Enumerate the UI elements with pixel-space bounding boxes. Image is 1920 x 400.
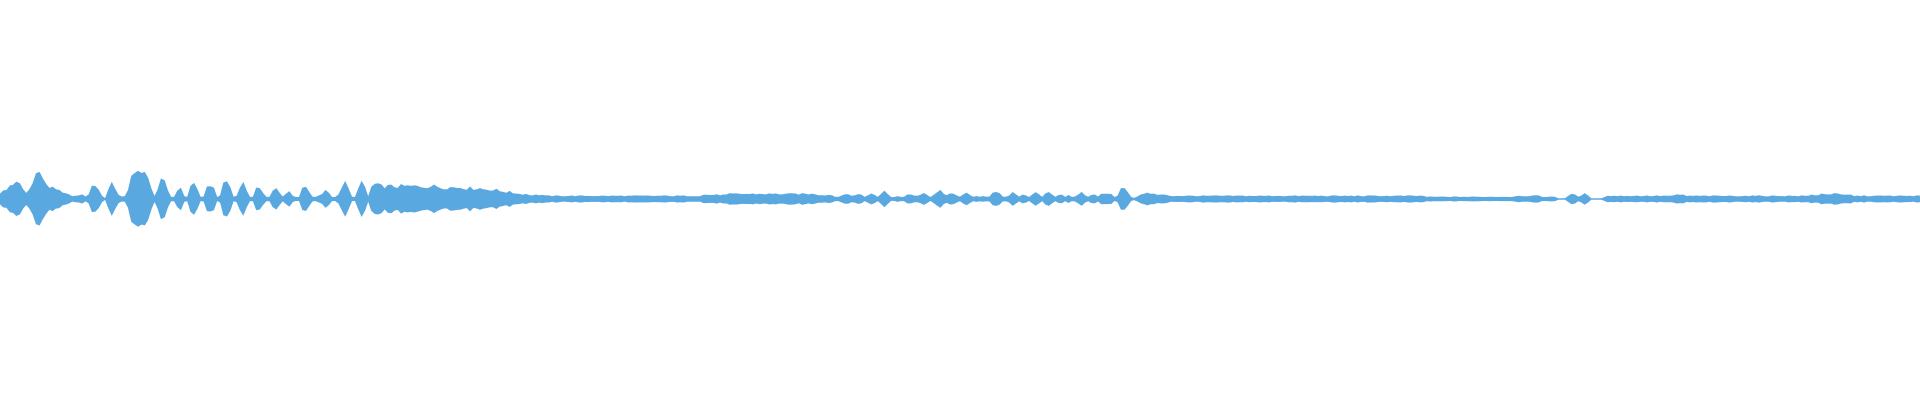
waveform-shape [0, 170, 1920, 227]
